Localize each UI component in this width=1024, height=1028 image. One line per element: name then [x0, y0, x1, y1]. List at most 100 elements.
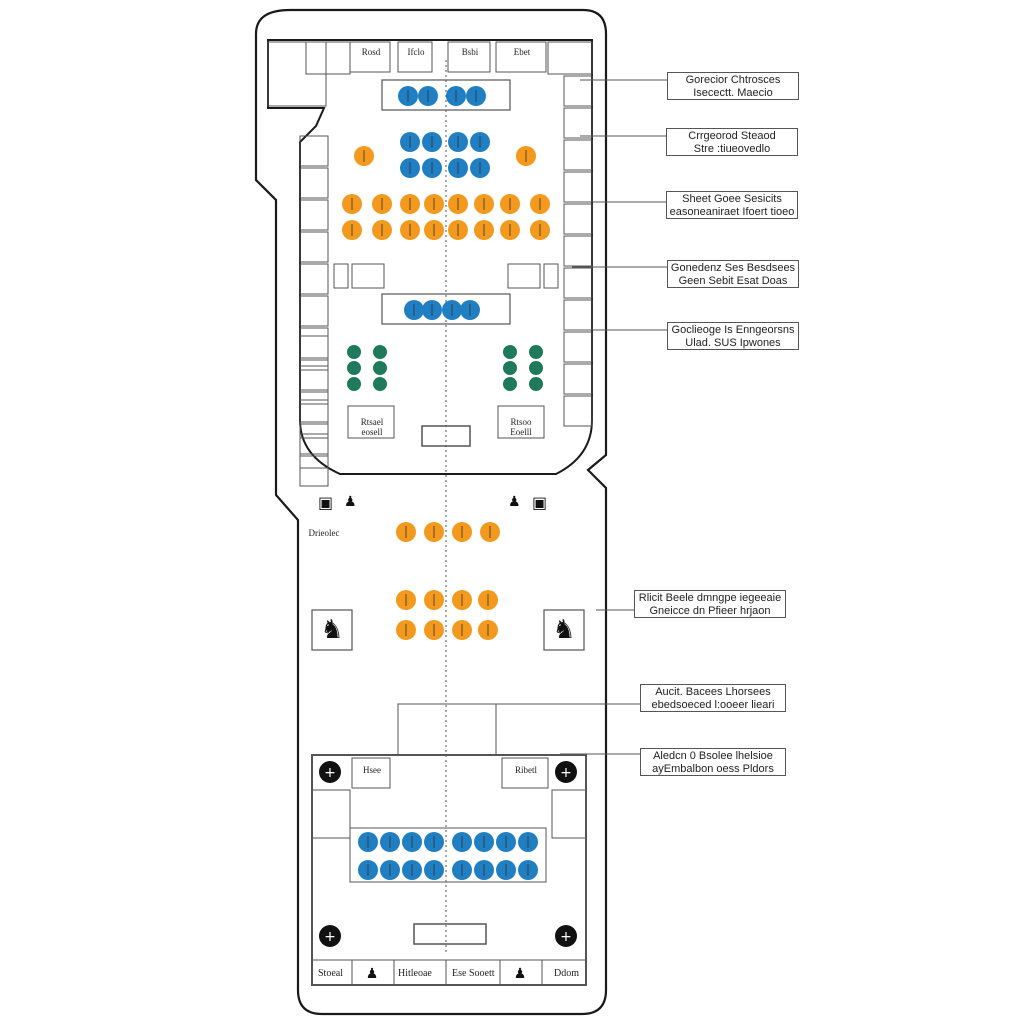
right-cubicle — [563, 75, 593, 107]
cross-sign-icon: + — [560, 929, 572, 945]
stage-box-mid — [381, 293, 511, 325]
room-label-lower-left: Hsee — [363, 765, 381, 775]
figure-sign-icon: ♞ — [552, 615, 575, 645]
side-block-left — [333, 263, 349, 289]
side-block-right — [543, 263, 559, 289]
figure-sign-icon: ♟ — [508, 494, 521, 510]
bottom-label-right: Ddom — [554, 968, 579, 979]
left-cubicle-lower — [299, 437, 329, 469]
right-cubicle — [563, 171, 593, 203]
green-seat — [503, 361, 517, 375]
left-sign-label: Drieolec — [308, 528, 340, 538]
right-cubicle — [563, 107, 593, 139]
green-seat — [529, 345, 543, 359]
left-cubicle — [299, 391, 329, 423]
green-seat — [347, 377, 361, 391]
left-cubicle — [299, 455, 329, 487]
side-table-left — [351, 263, 385, 289]
green-seat — [529, 361, 543, 375]
connector — [397, 703, 497, 754]
right-cubicle — [563, 139, 593, 171]
left-cubicle — [299, 359, 329, 391]
bottom-label-mid-left: Hitleoae — [398, 968, 432, 979]
mid-room-right — [497, 405, 545, 439]
right-sign-box — [543, 609, 585, 651]
lower-cell-right — [501, 757, 549, 789]
right-cubicle — [563, 395, 593, 427]
right-cubicle — [563, 331, 593, 363]
right-cubicle — [563, 203, 593, 235]
lectern-box — [421, 425, 471, 447]
left-cubicle — [299, 167, 329, 199]
green-seat — [373, 377, 387, 391]
top-left-cell — [305, 41, 351, 75]
room-label-lower-right: Ribetl — [515, 765, 537, 775]
door-sign-icon: ▣ — [532, 493, 547, 512]
left-cubicle-lower — [299, 369, 329, 401]
right-cubicle — [563, 363, 593, 395]
top-room-4 — [495, 41, 547, 73]
lower-room — [311, 754, 587, 986]
door-sign-icon: ▣ — [318, 493, 333, 512]
cross-sign-icon: + — [560, 765, 572, 781]
left-cubicle-lower — [299, 403, 329, 435]
cross-sign-icon — [319, 761, 341, 783]
room-label-top-2: Ifclo — [407, 47, 425, 57]
top-right-cell — [547, 41, 593, 75]
room-label-top-4: Ebet — [513, 47, 531, 57]
building-outline — [254, 8, 608, 1016]
green-seat — [373, 345, 387, 359]
cross-sign-icon — [319, 925, 341, 947]
left-sign-box — [311, 609, 353, 651]
lower-lectern — [413, 923, 487, 945]
lower-seating-area — [349, 827, 547, 883]
lower-right-wall — [551, 789, 587, 839]
room-label-top-3: Bsbi — [461, 47, 479, 57]
figure-sign-icon: ♞ — [320, 615, 343, 645]
side-table-right — [507, 263, 541, 289]
left-cubicle — [299, 199, 329, 231]
cross-sign-icon — [555, 925, 577, 947]
lower-cell-left — [351, 757, 391, 789]
right-cubicle — [563, 267, 593, 299]
cross-sign-icon — [555, 761, 577, 783]
bottom-label-mid-right: Ese Sooett — [452, 968, 495, 979]
room-label-top-1: Rosd — [361, 47, 381, 57]
left-cubicle — [299, 231, 329, 263]
left-cubicle — [299, 295, 329, 327]
mid-room-left — [347, 405, 395, 439]
top-room-2 — [397, 41, 433, 73]
figure-sign-icon: ♟ — [344, 494, 357, 510]
podium-icon: ♟ — [514, 966, 527, 982]
left-cubicle — [299, 263, 329, 295]
podium-icon: ♟ — [366, 966, 379, 982]
cross-sign-icon: + — [324, 765, 336, 781]
green-seat — [347, 361, 361, 375]
left-cubicle — [299, 135, 329, 167]
green-seat — [373, 361, 387, 375]
top-room-3 — [447, 41, 491, 73]
left-cubicle — [299, 327, 329, 359]
green-seat — [347, 345, 361, 359]
lower-left-wall — [311, 789, 351, 839]
right-cubicle — [563, 235, 593, 267]
green-seat — [529, 377, 543, 391]
cross-sign-icon: + — [324, 929, 336, 945]
green-seat — [503, 377, 517, 391]
bottom-label-left: Stoeal — [318, 968, 343, 979]
right-cubicle — [563, 299, 593, 331]
left-cubicle-lower — [299, 335, 329, 367]
green-seat — [503, 345, 517, 359]
